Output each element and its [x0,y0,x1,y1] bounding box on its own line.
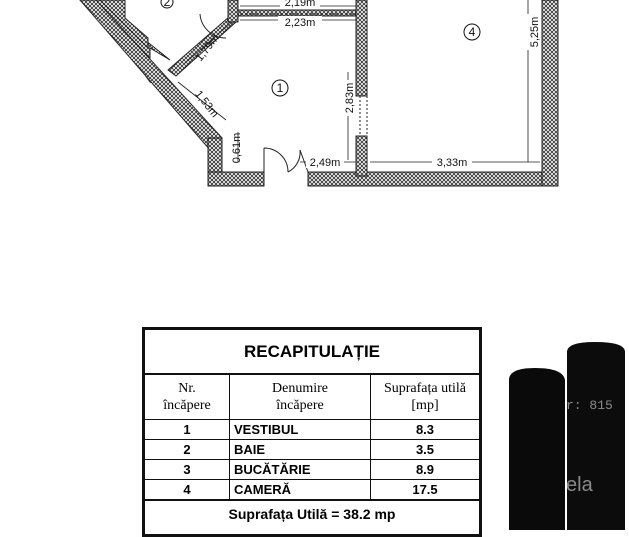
header-nr-line2: încăpere [163,398,211,413]
wall-top-inner [237,9,357,17]
wall-diagonal [79,0,171,84]
wall-partition [355,0,368,97]
room-1-marker [271,79,289,97]
room-4-marker [463,23,481,41]
wall-partition-lower [355,135,368,177]
summary-title: RECAPITULAȚIE [145,330,479,374]
row-area: 8.9 [370,459,479,480]
header-name: Denumire încăpere [229,374,371,420]
wall-bottom-right [307,171,559,187]
door-arc-entrance-2 [287,149,309,173]
room-2-marker [160,0,174,9]
header-area: Suprafața utilă [mp] [370,374,479,420]
room-2-number: 2 [164,0,171,9]
dark-object-left [509,368,565,530]
table-row: 2 BAIE 3.5 [145,439,479,460]
row-name: BUCĂTĂRIE [229,459,371,480]
wall-bath [227,0,239,23]
dim-061: 0,61m [231,133,243,164]
row-name: VESTIBUL [229,419,371,440]
dim-525: 5,25m [529,17,541,48]
wall-diagonal-inner [99,0,149,50]
header-area-line1: Suprafața utilă [383,381,467,396]
dim-333: 3,33m [437,157,468,169]
photo-overlay [509,342,625,530]
wall-right [541,0,559,187]
table-row: 4 CAMERĂ 17.5 [145,479,479,500]
table-row: 1 VESTIBUL 8.3 [145,419,479,440]
dim-223: 2,23m [285,17,316,29]
row-area: 17.5 [370,479,479,500]
header-name-line2: încăpere [276,398,324,413]
wall-bottom-left [207,171,265,187]
table-row: 3 BUCĂTĂRIE 8.9 [145,459,479,480]
overlay-text-2: ela [566,474,593,496]
overlay-text-1: r: 815 [566,398,613,413]
dim-219: 2,19m [285,0,316,9]
row-nr: 1 [145,419,230,440]
total-area: Suprafața Utilă = 38.2 mp [145,500,479,527]
wall-diagonal-main [79,0,223,151]
row-area: 3.5 [370,439,479,460]
room-1-number: 1 [277,81,284,95]
dark-object-right [567,342,625,530]
row-name: BAIE [229,439,371,460]
room-4-number: 4 [469,25,476,39]
floor-plan: 2 4 1 2,19m 2,23m 5,25m 1,79m 1,53m 2,83… [79,0,559,187]
summary-table: RECAPITULAȚIE Nr. încăpere Denumire încă… [142,327,482,537]
header-nr-line1: Nr. [178,381,196,396]
header-area-line2: [mp] [411,398,439,413]
row-nr: 2 [145,439,230,460]
header-nr: Nr. încăpere [145,374,230,420]
header-name-line1: Denumire [272,381,328,396]
row-name: CAMERĂ [229,479,371,500]
row-nr: 4 [145,479,230,500]
row-nr: 3 [145,459,230,480]
rooms-table: Nr. încăpere Denumire încăpere Suprafața… [145,374,479,500]
door-arc-entrance [263,147,289,173]
row-area: 8.3 [370,419,479,440]
dim-283: 2,83m [344,83,356,114]
dim-249: 2,49m [310,157,341,169]
door-arc-bath [199,13,227,39]
